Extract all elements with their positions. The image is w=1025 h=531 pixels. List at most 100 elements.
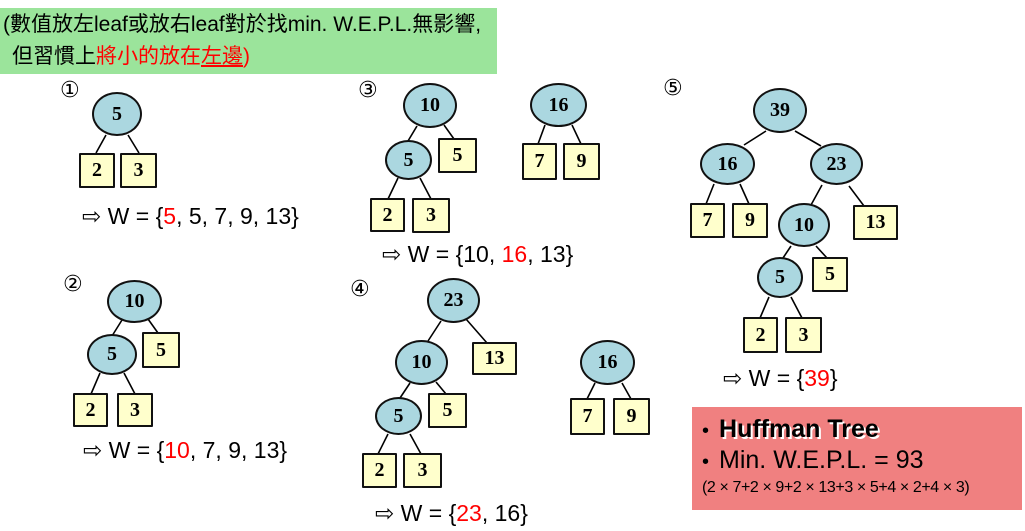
step2-leaf-2: 2 <box>73 393 108 427</box>
edge <box>848 185 865 207</box>
edge <box>377 433 389 455</box>
w-pre: ⇨ W = { <box>82 203 164 229</box>
edge <box>810 184 823 206</box>
step3-leaf-5: 5 <box>438 138 477 173</box>
w-post: , 13} <box>527 241 574 267</box>
step5-leaf-2: 2 <box>743 317 778 353</box>
edge <box>743 130 767 146</box>
tree4-edges <box>377 318 632 455</box>
edge <box>782 245 792 259</box>
step5-node-23: 23 <box>810 143 863 185</box>
edge <box>759 296 770 319</box>
w-post: , 7, 9, 13} <box>189 437 288 463</box>
step5-weight-set: ⇨ W = {39} <box>723 365 838 392</box>
edge <box>111 319 123 337</box>
edge <box>419 177 432 200</box>
step4-weight-set: ⇨ W = {23, 16} <box>375 500 528 527</box>
step4-leaf-9: 9 <box>613 398 650 435</box>
w-red-value: 5 <box>163 203 177 229</box>
edge <box>586 382 596 400</box>
tree2-edges <box>90 318 159 395</box>
step3-leaf-3: 3 <box>412 198 450 233</box>
step5-node-16: 16 <box>700 143 755 185</box>
step1-node-5: 5 <box>92 92 142 136</box>
edge <box>794 130 822 147</box>
step3-node-10: 10 <box>403 83 457 128</box>
w-pre: ⇨ W = { <box>723 365 805 391</box>
step3-weight-set: ⇨ W = {10, 16, 13} <box>382 241 573 268</box>
w-red-value: 16 <box>501 241 528 267</box>
result-box: • Huffman Tree • Min. W.E.P.L. = 93 (2 ×… <box>692 407 1022 510</box>
step3-node-5: 5 <box>385 140 432 180</box>
step4-leaf-3: 3 <box>403 453 442 488</box>
step5-node-10: 10 <box>778 203 830 247</box>
w-pre: ⇨ W = { <box>83 437 165 463</box>
step3-leaf-7: 7 <box>522 143 557 180</box>
edge <box>790 296 803 319</box>
edge <box>90 372 101 395</box>
edge <box>621 382 632 400</box>
edge <box>705 183 715 205</box>
note-line-2: 但習慣上將小的放在左邊) <box>3 41 497 73</box>
step5-leaf-9: 9 <box>732 203 768 238</box>
step4-node-10: 10 <box>395 340 448 385</box>
step2-weight-set: ⇨ W = {10, 7, 9, 13} <box>83 437 287 464</box>
edge <box>409 433 422 455</box>
step5-badge: ⑤ <box>663 75 683 100</box>
step5-leaf-5: 5 <box>812 257 848 292</box>
step3-badge: ③ <box>358 77 378 102</box>
step2-node-10: 10 <box>107 280 162 323</box>
note-line-1: (數值放左leaf或放右leaf對於找min. W.E.P.L.無影響, <box>3 13 482 36</box>
step5-node-5: 5 <box>757 257 803 298</box>
result-formula: (2 × 7+2 × 9+2 × 13+3 × 5+4 × 2+4 × 3) <box>702 479 970 496</box>
w-post: , 5, 7, 9, 13} <box>176 203 299 229</box>
w-pre: ⇨ W = {10, <box>382 241 502 267</box>
edge <box>147 318 159 334</box>
w-red-value: 10 <box>164 437 190 463</box>
step3-leaf-2: 2 <box>370 198 405 232</box>
w-post: , 16} <box>481 500 528 526</box>
result-wepl-value: Min. W.E.P.L. = 93 <box>719 446 924 474</box>
w-pre: ⇨ W = { <box>375 500 457 526</box>
step2-node-5: 5 <box>87 334 137 375</box>
edge <box>435 381 447 395</box>
edge <box>95 134 107 154</box>
result-title-line: • Huffman Tree <box>702 415 1016 446</box>
step4-leaf-2: 2 <box>362 453 397 488</box>
step1-badge: ① <box>60 77 80 102</box>
step4-leaf-13: 13 <box>472 342 517 375</box>
note-box: (數值放左leaf或放右leaf對於找min. W.E.P.L.無影響, 但習慣… <box>0 8 497 74</box>
step2-leaf-5: 5 <box>142 332 180 368</box>
edge <box>123 372 136 395</box>
bullet-icon: • <box>702 420 710 442</box>
edge <box>407 125 418 142</box>
edge <box>427 320 442 342</box>
w-post: } <box>829 365 838 391</box>
step4-leaf-7: 7 <box>570 398 605 435</box>
edge <box>387 177 399 200</box>
step2-badge: ② <box>63 271 83 296</box>
note-line2-red: 將小的放在 <box>96 45 201 68</box>
step4-node-5: 5 <box>375 397 422 435</box>
edge <box>465 318 488 344</box>
w-red-value: 39 <box>804 365 830 391</box>
step5-leaf-3: 3 <box>785 317 822 353</box>
edge <box>443 124 455 140</box>
result-title: Huffman Tree <box>719 415 879 443</box>
step4-node-23: 23 <box>427 278 480 323</box>
result-wepl-line: • Min. W.E.P.L. = 93 <box>702 446 1016 477</box>
bullet-icon: • <box>702 451 710 473</box>
tree3-edges <box>387 124 582 200</box>
edge <box>537 124 546 145</box>
tree5-edges <box>705 130 865 319</box>
step5-node-39: 39 <box>753 88 807 133</box>
step2-leaf-3: 3 <box>117 393 153 427</box>
edge <box>571 124 582 145</box>
edge <box>815 245 828 259</box>
note-line2-red-underlined: 左邊 <box>201 45 243 68</box>
step5-leaf-13: 13 <box>853 205 898 240</box>
note-line2-close-paren: ) <box>243 45 250 68</box>
step3-leaf-9: 9 <box>563 143 600 180</box>
